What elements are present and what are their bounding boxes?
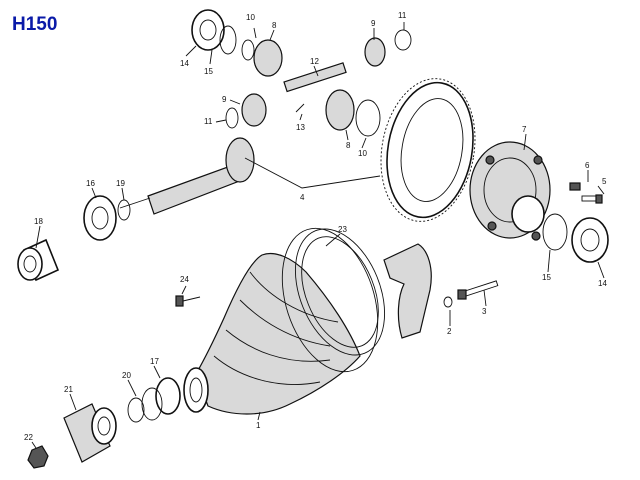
part-center-side-gear — [325, 89, 381, 137]
callout-18: 18 — [34, 217, 43, 226]
part-23-gasket — [294, 228, 386, 356]
callout-7: 7 — [522, 125, 527, 134]
callout-4: 4 — [300, 193, 305, 202]
callout-19: 19 — [116, 179, 125, 188]
part-18-sleeve — [17, 238, 60, 282]
part-1-housing — [183, 227, 379, 415]
callout-24: 24 — [180, 275, 189, 284]
callout-21: 21 — [64, 385, 73, 394]
callout-9b: 9 — [222, 95, 227, 104]
callout-5: 5 — [602, 177, 607, 186]
callout-8a: 8 — [272, 21, 277, 30]
part-17-20-front-bearing — [127, 377, 181, 423]
part-7-differential-case — [469, 141, 551, 241]
callout-3: 3 — [482, 307, 487, 316]
callout-11a: 11 — [398, 11, 407, 20]
callout-15a: 15 — [204, 67, 213, 76]
callout-22: 22 — [24, 433, 33, 442]
callout-14a: 14 — [180, 59, 189, 68]
callout-1: 1 — [256, 421, 261, 430]
model-code-title: H150 — [12, 14, 58, 35]
part-12-pinion-shaft — [283, 62, 347, 113]
callout-15b: 15 — [542, 273, 551, 282]
part-24-bolt — [175, 295, 201, 307]
callout-11b: 11 — [204, 117, 213, 126]
callout-6: 6 — [585, 161, 590, 170]
callout-labels: 1 2 3 4 5 6 7 8 8 9 9 10 10 11 11 12 13 … — [24, 11, 607, 442]
callout-10b: 10 — [358, 149, 367, 158]
part-16-19-pinion-bearing — [83, 195, 131, 241]
callout-2: 2 — [447, 327, 452, 336]
part-4-ring-gear — [380, 78, 476, 222]
part-2-3-bearing-cap — [383, 243, 499, 339]
callout-13: 13 — [296, 123, 305, 132]
part-left-pinion-mate — [225, 93, 267, 129]
callout-9a: 9 — [371, 19, 376, 28]
part-top-bearing-set — [191, 9, 283, 77]
leader-lines — [31, 22, 605, 449]
part-upper-right-gear — [364, 29, 412, 67]
part-14-15-right-bearing — [542, 213, 609, 263]
callout-14b: 14 — [598, 279, 607, 288]
callout-23: 23 — [338, 225, 347, 234]
callout-12: 12 — [310, 57, 319, 66]
part-21-22-flange-nut — [27, 403, 117, 469]
callout-20: 20 — [122, 371, 131, 380]
part-4-drive-pinion — [119, 137, 255, 215]
callout-10a: 10 — [246, 13, 255, 22]
callout-8b: 8 — [346, 141, 351, 150]
callout-17: 17 — [150, 357, 159, 366]
callout-16: 16 — [86, 179, 95, 188]
part-5-6-bolt — [569, 182, 603, 204]
